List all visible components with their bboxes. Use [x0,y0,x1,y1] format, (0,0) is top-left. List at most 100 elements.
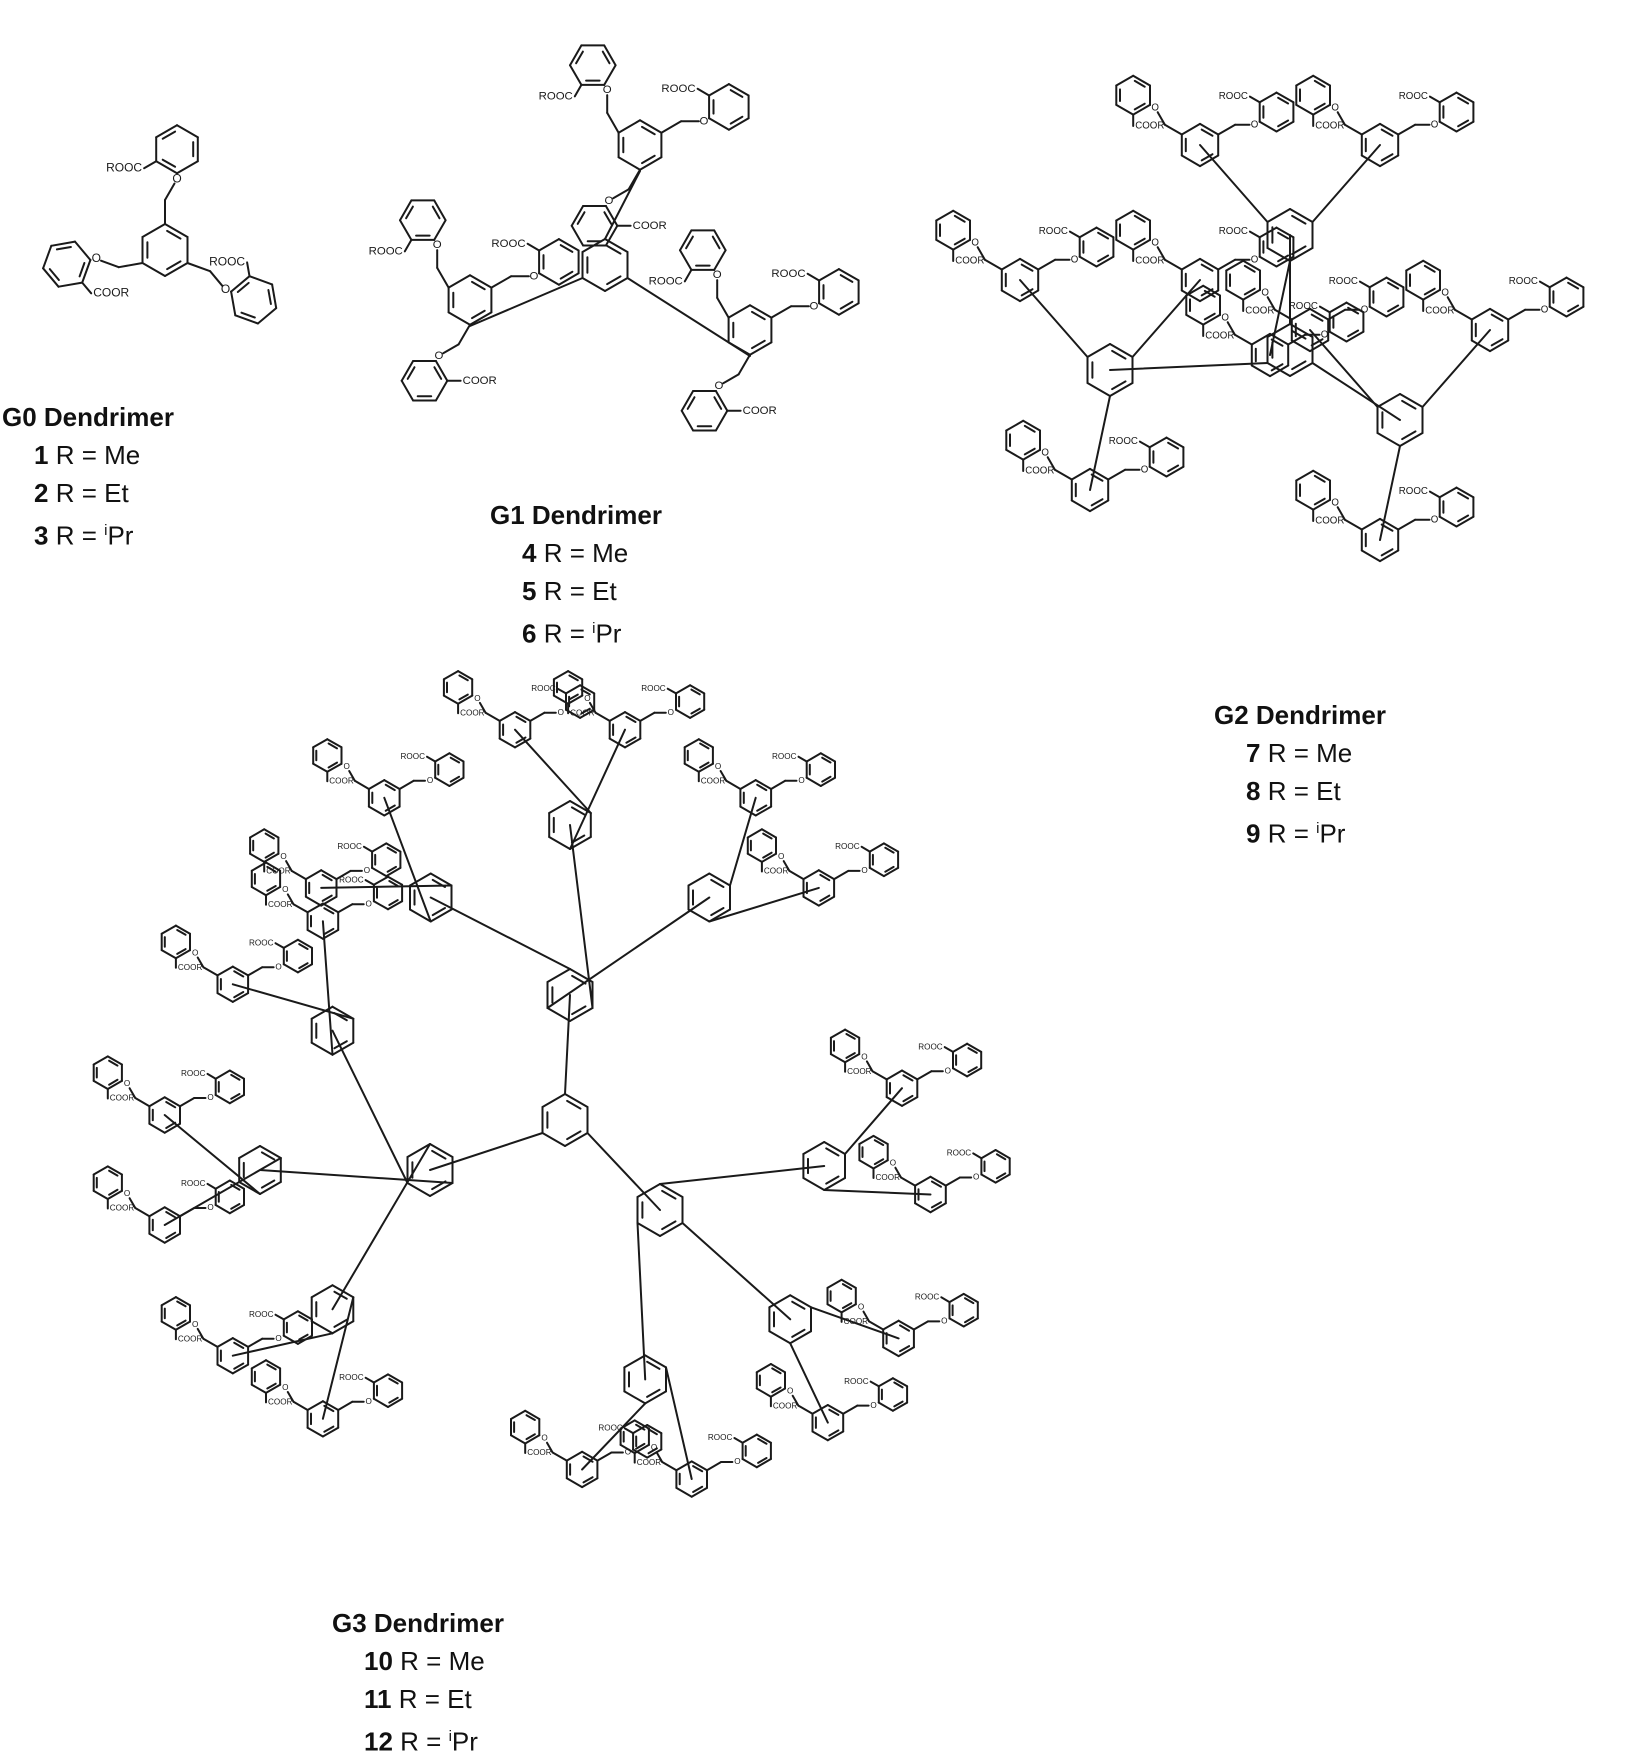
g2-leaf-1-3-arm-2-ch2-bond [1287,333,1307,346]
g3-leaf-1-2-2-arm-2-ch2-bond [639,711,656,722]
g1-core-ring-bond [581,277,606,292]
g2-leaf-1-3-arm-2-oxygen: O [1321,329,1329,340]
g3-leaf-2-1-2-arm-2-ester: ROOC [249,1310,274,1319]
g3-leaf-3-3-1-core-ring-bond [675,1460,693,1472]
g3-mid-link-3-3 [636,1222,647,1381]
g2-leaf-3-2-arm-1-ch2-bond [1453,308,1473,321]
g3-leaf-1-1-1-arm-1-ring-bond [249,828,266,839]
g1-branch-1-arm-1-oxygen: O [603,84,612,96]
g1-branch-3-arm-2-ring-bond [837,268,860,282]
g2-leaf-2-3-arm-1-ring-bond [1022,419,1041,432]
g3-leaf-2-3-2-arm-2-ring-double-bond [388,880,399,887]
g0-core-ring-bond [164,223,189,238]
g3-leaf-1-1-1-arm-1-ring-double-bond [264,851,275,859]
g3-leaf-2-2-1-arm-1-ring-bond [92,1165,109,1176]
label-g1: G1 Dendrimer 4 R = Me 5 R = Et 6 R = iPr [490,496,662,653]
g3-leaf-1-2-2-core-ring-double-bond [625,736,637,744]
g1-branch-3-arm-3-ring-bond [680,390,695,412]
g2-leaf-2-1-core-ring-bond [1000,289,1021,303]
g3-mid-ring-1-3-bond [687,872,711,887]
g2-leaf-link-3-1 [1309,329,1379,408]
g1-branch-2-arm-3-ring-double-bond [406,366,416,380]
g3-leaf-2-3-1-core-ring-double-bond [233,970,245,978]
g3-leaf-1-1-2-arm-1-ring-double-bond [327,761,338,769]
g3-leaf-1-2-2-core-ring-bond [624,737,642,749]
g2-mid-ring-1-bond [1289,208,1314,223]
g3-mid-ring-3-1-bond [802,1177,826,1191]
g3-leaf-link-2-1-1 [321,1296,355,1420]
g2-leaf-2-1-arm-2-oxygen: O [1071,254,1079,265]
g2-leaf-3-3-arm-2-ester-bond [1428,490,1441,499]
g1-branch-3-arm-2-ring-bond [818,268,840,282]
g3-leaf-1-1-1-arm-2-ring-double-bond [386,846,397,854]
g3-mid-link-3-1 [659,1165,826,1185]
g3-leaf-2-1-1-arm-1-oxygen: O [282,1383,288,1392]
g3-leaf-2-1-2-arm-2-ch2-bond [247,1337,264,1348]
g3-leaf-1-3-2-arm-2-ester-bond [860,845,871,853]
g3-hub-ring-1-double-bond [571,1005,587,1016]
g3-leaf-3-1-2-arm-1-ring-double-bond [873,1158,885,1166]
g3-leaf-2-1-1-arm-1-ring-bond [250,1383,267,1394]
g0-arm-3-ring-bond [50,240,76,247]
g2-leaf-1-1-core-ring-bond [1180,122,1201,136]
g3-leaf-2-1-2-core-ring-bond [216,1363,234,1375]
g3-leaf-2-2-2-arm-1-ring-double-bond [108,1078,119,1086]
g3-leaf-1-2-2-arm-1-ring-bond [567,670,584,681]
g3-leaf-2-3-2-arm-1-ch2-bond [292,903,309,914]
g3-leaf-3-3-2-arm-1-o-bond [546,1441,554,1454]
g3-leaf-1-2-1-arm-2-ch2-bond [529,711,546,722]
g3-core-ring-bond [564,1132,589,1147]
g3-leaf-3-1-1-arm-2-ch2-bond [916,1070,933,1081]
g3-leaf-2-1-1-arm-2-ring-double-bond [388,1396,399,1404]
g3-core-ring-bond [541,1093,566,1108]
g2-leaf-1-1-arm-1-ring-double-bond [1133,102,1146,111]
g2-leaf-2-3-arm-2-ring-bond [1148,436,1168,449]
g2-leaf-2-3-arm-1-ring-double-bond [1023,447,1036,456]
g0-arm-2-o-bond [209,270,224,287]
g2-leaf-3-3-arm-2-ring-double-bond [1457,491,1470,500]
g2-leaf-link-2-2 [1131,279,1201,358]
g1-core-ring-double-bond [606,244,622,255]
g1-branch-1-arm-1-ch2-bond [606,111,620,134]
g1-branch-1-arm-3-ring-bond [604,224,619,247]
g2-leaf-2-3-core-ring-double-bond [1090,498,1104,507]
g3-leaf-3-3-1-arm-2-ch2-bond [706,1461,723,1472]
g2-leaf-2-2-arm-1-ring-bond [1132,209,1151,222]
g3-hub-ring-1-bond [569,1007,594,1022]
g3-mid-ring-3-2-double-bond [791,1300,806,1310]
g3-leaf-1-1-2-arm-2-ring-bond [434,776,451,787]
g3-leaf-1-3-1-arm-2-oxygen: O [798,776,804,785]
g2-leaf-2-3-arm-2-ester: ROOC [1109,436,1138,447]
g1-branch-3-arm-2-ester: ROOC [771,268,805,280]
g2-leaf-1-2-arm-2-ring-bond [1438,91,1458,104]
g3-leaf-3-2-1-arm-2-ring-bond [948,1292,965,1304]
g3-link-1 [564,994,571,1095]
g3-leaf-1-2-1-core-ring-bond [498,737,516,749]
g2-leaf-1-2-arm-1-ring-bond [1312,74,1331,87]
g3-mid-ring-2-1-bond [331,1284,355,1299]
g2-leaf-2-1-arm-1-oxygen: O [971,237,979,248]
g2-leaf-3-1-arm-2-ester-bond [1358,280,1371,289]
g2-leaf-2-2-arm-2-ring-bond [1275,226,1295,239]
g2-leaf-1-2-arm-2-oxygen: O [1431,119,1439,130]
g3-leaf-3-1-2-core-ring-bond [914,1175,932,1187]
g3-leaf-3-1-1-arm-1-oxygen: O [861,1052,867,1061]
g2-leaf-1-1-core-ring-double-bond [1200,128,1214,137]
g3-leaf-3-2-2-arm-1-ring-bond [755,1363,772,1374]
g3-leaf-2-2-2-arm-2-ring-bond [214,1069,231,1080]
g1-branch-2-core-ring-bond [447,274,471,289]
g3-hub-ring-2-bond [406,1143,431,1158]
g3-leaf-2-1-1-core-ring-bond [306,1400,324,1411]
g3-leaf-2-2-2-arm-2-ring-double-bond [230,1093,241,1100]
g2-leaf-3-2-arm-2-ring-double-bond [1567,304,1580,313]
g3-leaf-2-2-2-arm-1-oxygen: O [124,1079,130,1088]
g3-leaf-1-2-1-arm-1-ring-double-bond [458,674,469,682]
g2-leaf-3-1-core-ring-bond [1309,339,1330,353]
g2-core-ring-double-bond [1291,329,1307,340]
g3-leaf-3-2-2-core-ring-bond [826,1404,845,1415]
g3-mid-ring-3-3-bond [623,1354,647,1369]
g3-leaf-1-1-2-arm-1-ring-bond [312,738,329,749]
g1-branch-2-arm-1-oxygen: O [433,239,442,251]
g2-leaf-2-3-core-ring-bond [1070,499,1091,513]
g1-branch-1-core-ring-double-bond [641,154,656,165]
